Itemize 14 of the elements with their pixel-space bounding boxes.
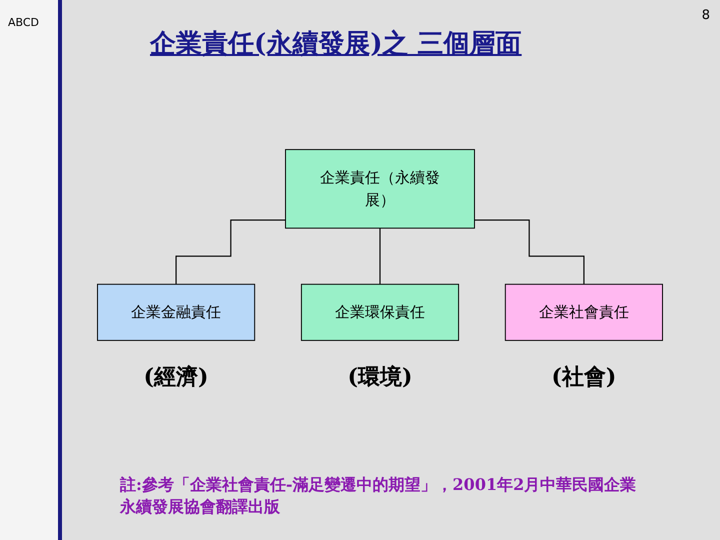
node-label: (社會) bbox=[552, 363, 616, 392]
connector bbox=[176, 220, 286, 285]
header-text: ABCD bbox=[8, 16, 40, 29]
page-number: 8 bbox=[702, 8, 710, 23]
connector bbox=[379, 228, 381, 285]
node-label: (環境) bbox=[348, 363, 412, 392]
connector bbox=[474, 220, 584, 285]
node-label: (經濟) bbox=[144, 363, 208, 392]
node-box: 企業環保責任 bbox=[300, 284, 460, 341]
title: 企業責任(永續發展)之 三個層面 bbox=[150, 28, 522, 61]
note: 註:參考「企業社會責任-滿足變遷中的期望」，2001年2月中華民國企業永續發展協會翻譯出版 bbox=[120, 474, 638, 518]
node-box: 企業金融責任 bbox=[97, 284, 256, 341]
node-box: 企業責任（永續發展） bbox=[285, 149, 475, 229]
node-box: 企業社會責任 bbox=[504, 284, 663, 341]
